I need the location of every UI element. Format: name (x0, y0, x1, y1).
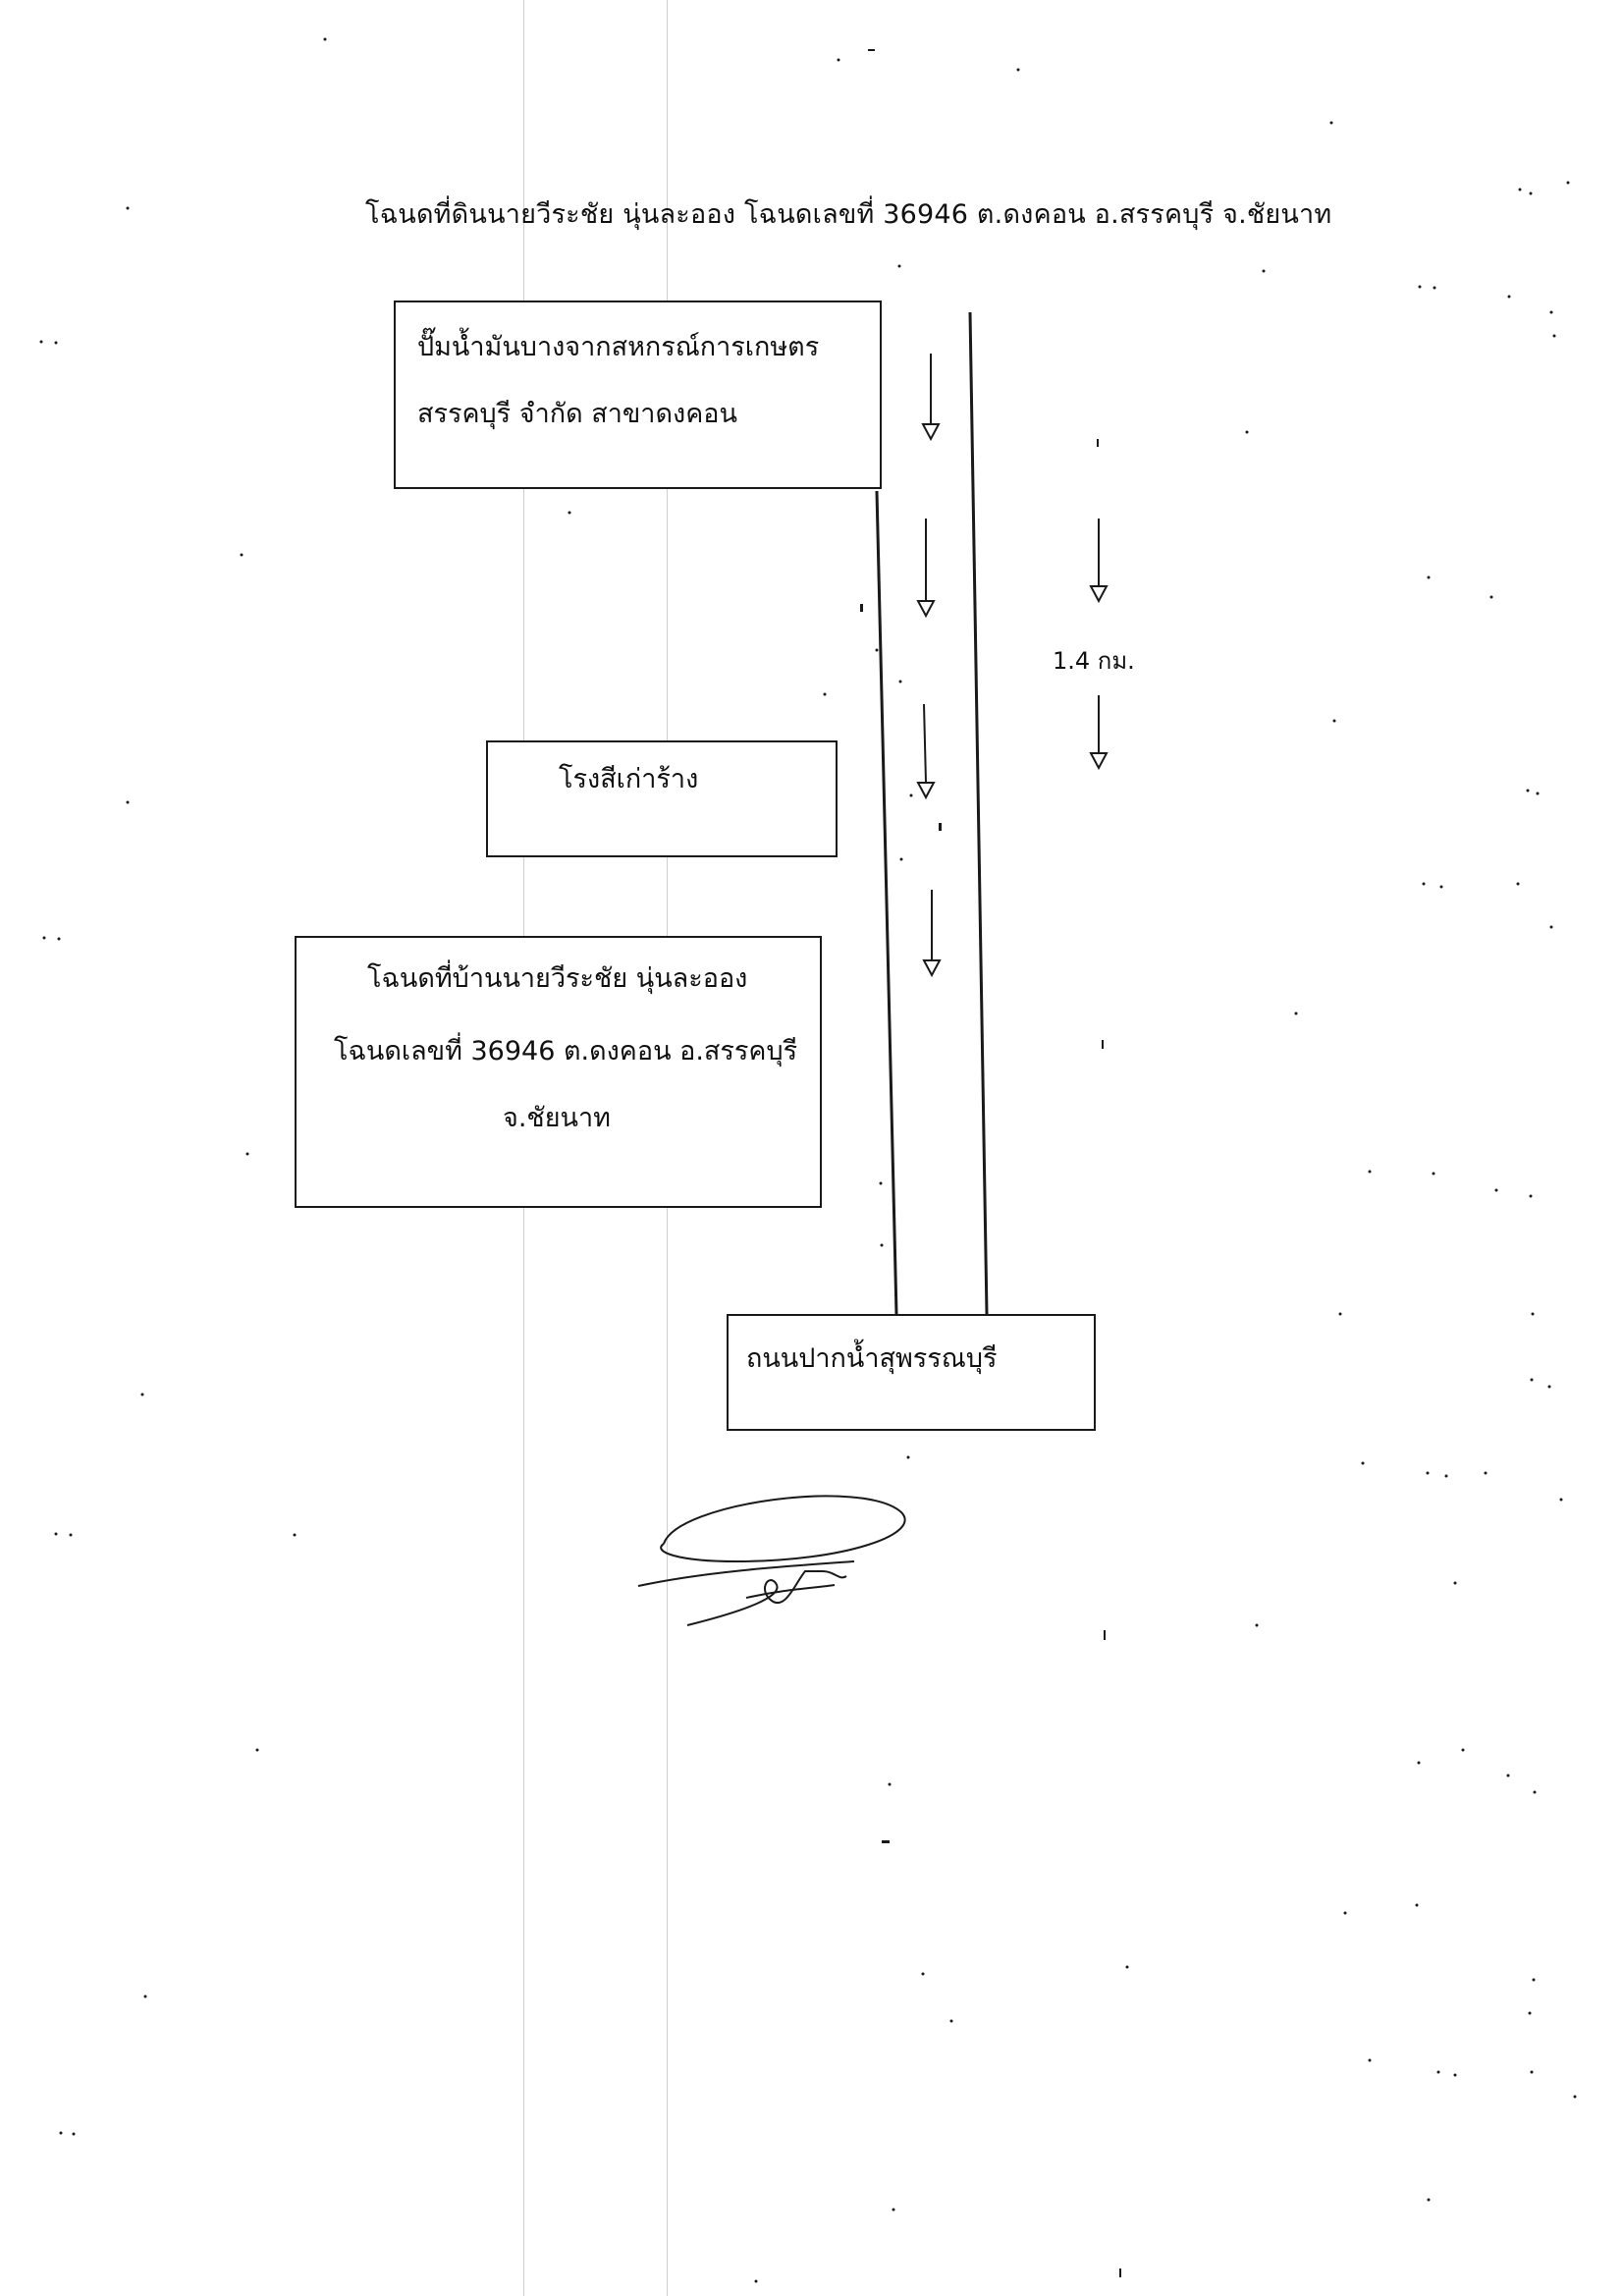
main-road-box: ถนนปากน้ำสุพรรณบุรี (727, 1314, 1096, 1431)
down-arrow-icon (1089, 695, 1109, 771)
signature-mark (637, 1495, 906, 1626)
house-deed-label-line2: โฉนดเลขที่ 36946 ต.ดงคอน อ.สรรคบุรี (334, 1036, 798, 1066)
house-deed-box: โฉนดที่บ้านนายวีระชัย นุ่นละออง โฉนดเลขท… (295, 936, 822, 1208)
gas-station-label-line2: สรรคบุรี จำกัด สาขาดงคอน (417, 399, 737, 429)
down-arrow-icon (916, 703, 936, 800)
down-arrow-icon (1089, 519, 1109, 604)
scan-specks (39, 37, 1577, 2283)
gas-station-box: ปั๊มน้ำมันบางจากสหกรณ์การเกษตร สรรคบุรี … (394, 301, 882, 489)
abandoned-mill-box: โรงสีเก่าร้าง (486, 740, 838, 857)
page-title: โฉนดที่ดินนายวีระชัย นุ่นละออง โฉนดเลขที… (365, 199, 1332, 230)
down-arrow-icon (921, 354, 941, 442)
abandoned-mill-label: โรงสีเก่าร้าง (559, 764, 699, 794)
main-road-label: ถนนปากน้ำสุพรรณบุรี (746, 1343, 998, 1374)
road-left-edge (875, 490, 898, 1315)
house-deed-label-line1: โฉนดที่บ้านนายวีระชัย นุ่นละออง (367, 963, 748, 994)
gas-station-label-line1: ปั๊มน้ำมันบางจากสหกรณ์การเกษตร (417, 332, 820, 362)
down-arrow-icon (916, 519, 936, 619)
road-right-edge (968, 311, 989, 1315)
down-arrow-icon (922, 890, 942, 978)
distance-label: 1.4 กม. (1053, 647, 1135, 675)
house-deed-label-line3: จ.ชัยนาท (503, 1103, 611, 1133)
